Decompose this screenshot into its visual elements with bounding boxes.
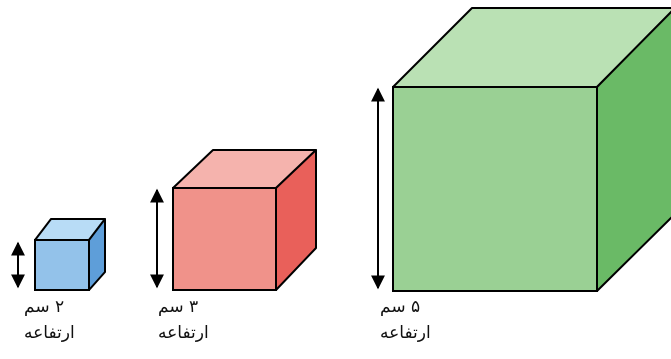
cube-small-height-value: ۲ سم xyxy=(24,297,65,317)
cube-large xyxy=(371,7,671,292)
cube-large-height-value: ۵ سم xyxy=(380,297,421,317)
cube-medium-height-value: ۳ سم xyxy=(158,297,199,317)
cube-small-front xyxy=(34,239,90,291)
cube-small xyxy=(11,218,106,291)
cube-medium xyxy=(150,149,317,291)
cube-large-front xyxy=(392,86,598,292)
cube-medium-front xyxy=(172,187,277,291)
cube-small-height-label: ارتفاعه xyxy=(24,323,75,343)
cube-large-height-label: ارتفاعه xyxy=(380,323,431,343)
cube-medium-height-label: ارتفاعه xyxy=(158,323,209,343)
